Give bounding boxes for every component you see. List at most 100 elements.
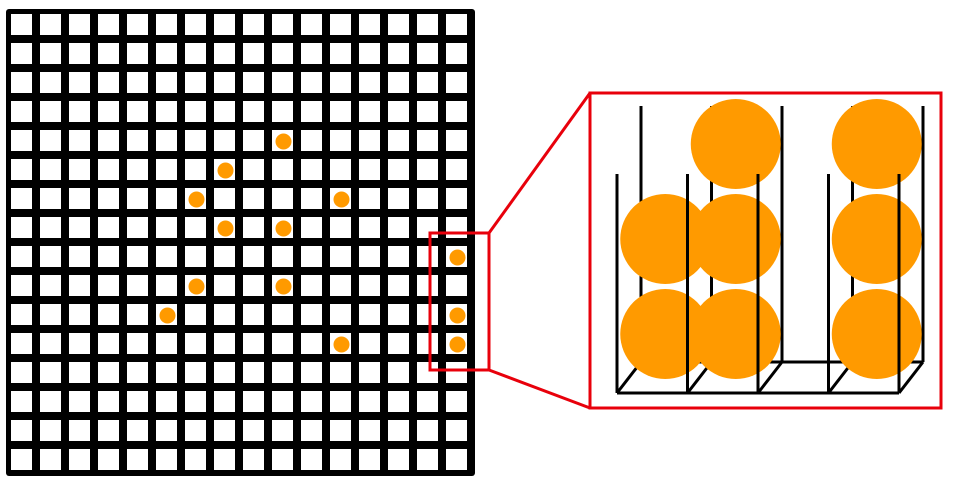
grid-cell (40, 159, 61, 180)
grid-cell (98, 333, 119, 354)
grid-cell (359, 101, 380, 122)
grid-cell (98, 362, 119, 383)
grid-cell (330, 246, 351, 267)
grid-cell (98, 188, 119, 209)
grid-cell (127, 246, 148, 267)
grid-cell (446, 362, 467, 383)
grid-cell (40, 246, 61, 267)
grid-cell (69, 43, 90, 64)
grid-cell (243, 72, 264, 93)
grid-cell (272, 159, 293, 180)
grid-cell (214, 391, 235, 412)
stacked-ball (690, 289, 781, 379)
ball-marker (333, 336, 350, 353)
grid-cell (11, 159, 32, 180)
grid-cell (272, 391, 293, 412)
grid-cell (127, 420, 148, 441)
grid-cell (330, 304, 351, 325)
grid-cell (69, 217, 90, 238)
grid-cell (40, 72, 61, 93)
grid-cell (272, 304, 293, 325)
grid-cell (417, 333, 438, 354)
grid-cell (11, 449, 32, 470)
grid-cell (127, 43, 148, 64)
grid-cell (214, 420, 235, 441)
grid-cell (417, 362, 438, 383)
grid-cell (11, 14, 32, 35)
ball-marker (159, 307, 176, 324)
grid-background (6, 9, 475, 476)
grid-cell (214, 362, 235, 383)
grid-cell (214, 304, 235, 325)
grid-cell (301, 159, 322, 180)
grid-cell (40, 43, 61, 64)
grid-cell (11, 130, 32, 151)
grid-cell (214, 449, 235, 470)
grid-cell (446, 14, 467, 35)
grid-cell (69, 14, 90, 35)
grid-cell (185, 14, 206, 35)
grid-cell (388, 275, 409, 296)
grid-cell (417, 449, 438, 470)
grid-cell (127, 333, 148, 354)
grid-cell (185, 101, 206, 122)
stacked-ball (831, 289, 922, 379)
grid-cell (272, 72, 293, 93)
grid-cell (417, 14, 438, 35)
grid-cell (214, 43, 235, 64)
grid-cell (127, 304, 148, 325)
grid-cell (98, 449, 119, 470)
grid-cell (98, 130, 119, 151)
ball-marker (449, 307, 466, 324)
grid-cell (417, 159, 438, 180)
grid-cell (446, 101, 467, 122)
grid-cell (330, 217, 351, 238)
grid-cell (301, 43, 322, 64)
grid-cell (330, 420, 351, 441)
grid-cell (156, 362, 177, 383)
grid-cell (214, 72, 235, 93)
grid-cell (243, 130, 264, 151)
grid-cell (185, 333, 206, 354)
grid-cell (359, 217, 380, 238)
grid-cell (185, 391, 206, 412)
grid-cell (243, 246, 264, 267)
ball-marker (333, 191, 350, 208)
grid-cell (127, 159, 148, 180)
grid-cell (243, 304, 264, 325)
ball-marker (275, 133, 292, 150)
grid-cell (359, 188, 380, 209)
grid-cell (40, 420, 61, 441)
ball-marker (449, 249, 466, 266)
grid-cell (40, 14, 61, 35)
grid-cell (185, 304, 206, 325)
grid-cell (330, 391, 351, 412)
ball-marker (449, 336, 466, 353)
grid-cell (330, 449, 351, 470)
grid-cell (185, 217, 206, 238)
grid-cell (11, 304, 32, 325)
grid-cell (359, 14, 380, 35)
grid-cell (272, 101, 293, 122)
grid-cell (11, 217, 32, 238)
grid-cell (11, 275, 32, 296)
grid-cell (156, 217, 177, 238)
grid-cell (98, 72, 119, 93)
grid-cell (11, 246, 32, 267)
grid-cell (301, 72, 322, 93)
highlight-box (428, 231, 491, 372)
grid-cell (98, 420, 119, 441)
grid-cell (417, 217, 438, 238)
ball-marker (275, 220, 292, 237)
grid-cell (40, 362, 61, 383)
grid-cell (301, 14, 322, 35)
grid-cell (388, 362, 409, 383)
grid-cell (98, 159, 119, 180)
grid-cell (69, 72, 90, 93)
grid-cell (40, 217, 61, 238)
grid-cell (359, 72, 380, 93)
grid-cell (69, 275, 90, 296)
grid-cell (301, 420, 322, 441)
grid-cell (214, 14, 235, 35)
